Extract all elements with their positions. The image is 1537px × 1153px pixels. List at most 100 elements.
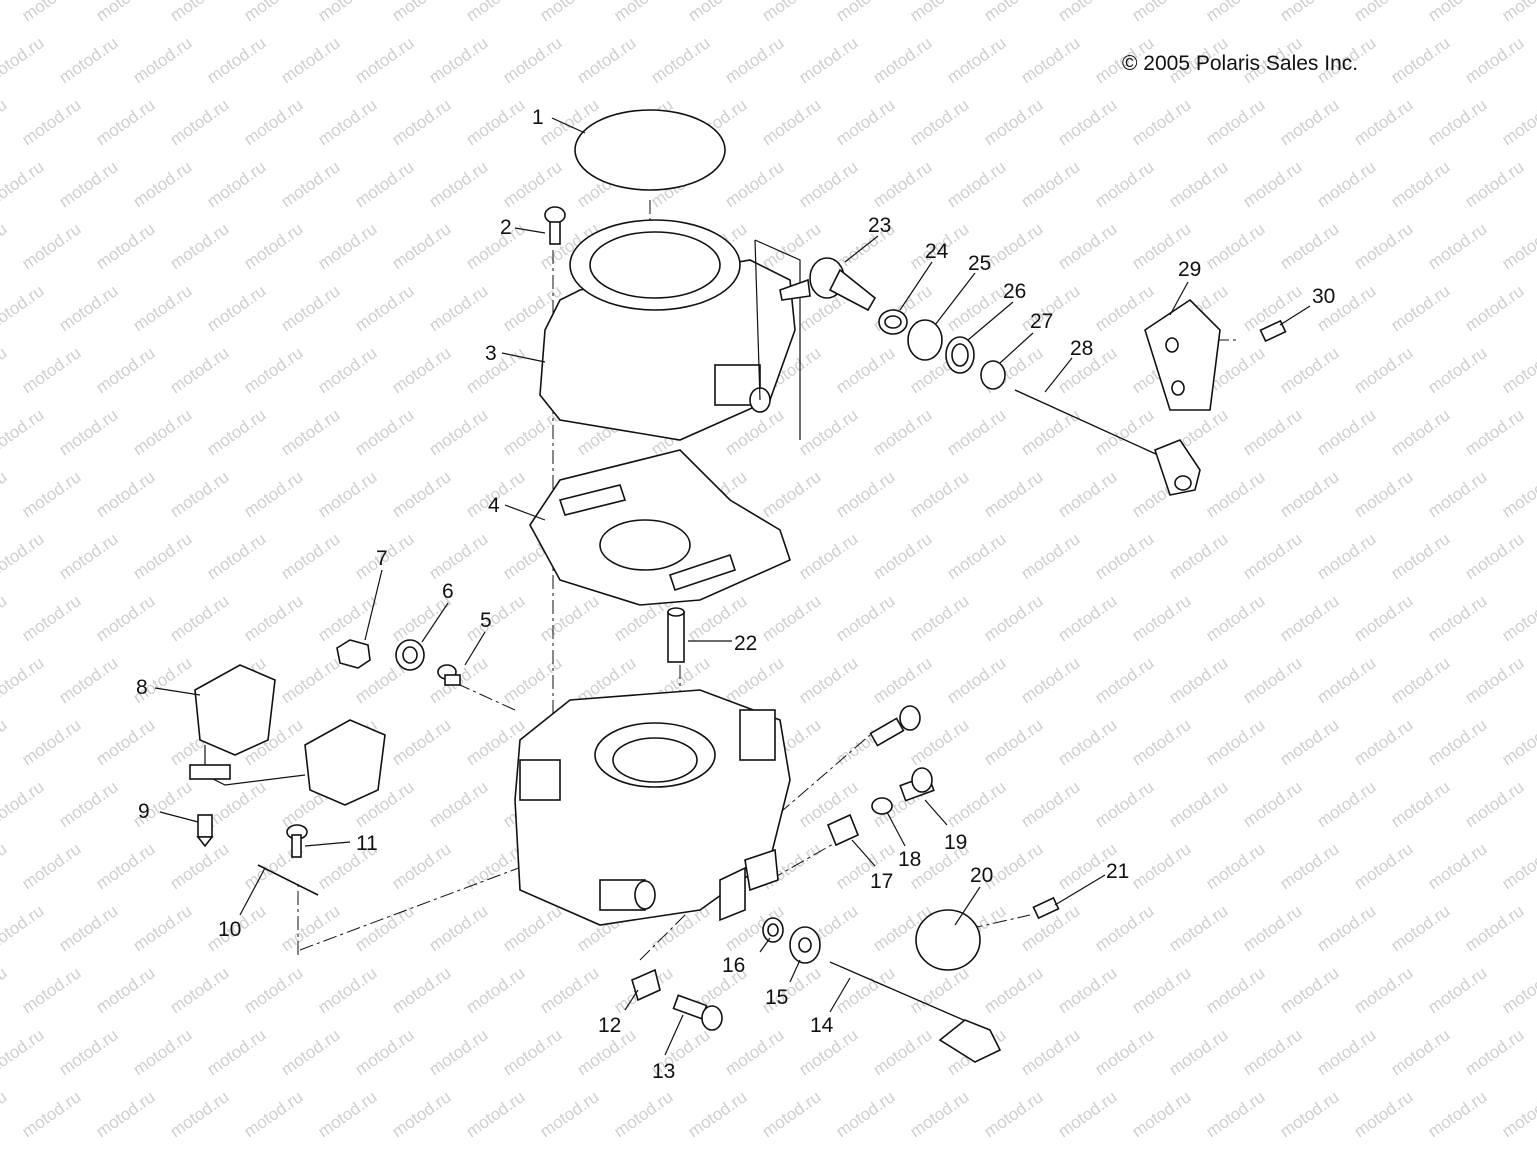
watermark-text: motod.ru (1166, 1025, 1232, 1079)
watermark-text: motod.ru (19, 95, 85, 149)
callout-29: 29 (1178, 258, 1201, 281)
watermark-text: motod.ru (1277, 343, 1343, 397)
watermark-text: motod.ru (278, 33, 344, 87)
watermark-text: motod.ru (833, 1087, 899, 1141)
watermark-text: motod.ru (1351, 95, 1417, 149)
watermark-text: motod.ru (241, 0, 307, 25)
callout-19: 19 (944, 831, 967, 854)
watermark-text: motod.ru (93, 95, 159, 149)
watermark-text: motod.ru (1129, 95, 1195, 149)
watermark-text: motod.ru (944, 777, 1010, 831)
callout-11: 11 (356, 832, 378, 855)
watermark-text: motod.ru (1129, 591, 1195, 645)
callout-7: 7 (376, 547, 388, 570)
watermark-text: motod.ru (1425, 343, 1491, 397)
part-17-spring (826, 813, 860, 847)
watermark-text: motod.ru (1203, 95, 1269, 149)
watermark-text: motod.ru (981, 1087, 1047, 1141)
watermark-text: motod.ru (500, 653, 566, 707)
watermark-text: motod.ru (204, 157, 270, 211)
watermark-text: motod.ru (1388, 33, 1454, 87)
watermark-text: motod.ru (93, 839, 159, 893)
part-29-plate (1144, 298, 1221, 411)
watermark-text: motod.ru (167, 963, 233, 1017)
watermark-text: motod.ru (19, 715, 85, 769)
watermark-text: motod.ru (611, 1087, 677, 1141)
watermark-text: motod.ru (1055, 591, 1121, 645)
watermark-text: motod.ru (1462, 901, 1528, 955)
watermark-text: motod.ru (1499, 0, 1537, 25)
watermark-text: motod.ru (278, 157, 344, 211)
watermark-text: motod.ru (759, 591, 825, 645)
watermark-text: motod.ru (722, 33, 788, 87)
watermark-text: motod.ru (1425, 95, 1491, 149)
watermark-text: motod.ru (56, 653, 122, 707)
watermark-text: motod.ru (500, 901, 566, 955)
callout-22: 22 (734, 632, 757, 655)
callout-9: 9 (138, 800, 150, 823)
watermark-text: motod.ru (278, 529, 344, 583)
watermark-text: motod.ru (204, 777, 270, 831)
watermark-text: motod.ru (0, 33, 47, 87)
watermark-text: motod.ru (1240, 901, 1306, 955)
watermark-text: motod.ru (167, 467, 233, 521)
watermark-text: motod.ru (1018, 777, 1084, 831)
watermark-text: motod.ru (0, 343, 10, 397)
watermark-text: motod.ru (759, 467, 825, 521)
watermark-text: motod.ru (759, 95, 825, 149)
watermark-text: motod.ru (1240, 529, 1306, 583)
watermark-text: motod.ru (1129, 1087, 1195, 1141)
watermark-text: motod.ru (1203, 591, 1269, 645)
watermark-text: motod.ru (19, 219, 85, 273)
watermark-text: motod.ru (204, 281, 270, 335)
watermark-text: motod.ru (352, 405, 418, 459)
watermark-text: motod.ru (278, 405, 344, 459)
watermark-text: motod.ru (981, 467, 1047, 521)
watermark-text: motod.ru (1499, 95, 1537, 149)
watermark-text: motod.ru (1129, 963, 1195, 1017)
watermark-text: motod.ru (0, 963, 10, 1017)
watermark-text: motod.ru (1425, 963, 1491, 1017)
watermark-text: motod.ru (1425, 591, 1491, 645)
watermark-text: motod.ru (981, 95, 1047, 149)
watermark-text: motod.ru (944, 653, 1010, 707)
watermark-text: motod.ru (389, 715, 455, 769)
watermark-text: motod.ru (1499, 219, 1537, 273)
watermark-text: motod.ru (1462, 529, 1528, 583)
callout-25: 25 (968, 252, 991, 275)
part-21-screw (1032, 896, 1060, 920)
watermark-text: motod.ru (389, 95, 455, 149)
watermark-text: motod.ru (1314, 157, 1380, 211)
watermark-text: motod.ru (722, 1025, 788, 1079)
watermark-text: motod.ru (1129, 839, 1195, 893)
watermark-text: motod.ru (1314, 777, 1380, 831)
watermark-text: motod.ru (93, 219, 159, 273)
callout-10: 10 (218, 918, 241, 941)
watermark-text: motod.ru (130, 529, 196, 583)
watermark-text: motod.ru (870, 529, 936, 583)
watermark-text: motod.ru (389, 343, 455, 397)
watermark-text: motod.ru (19, 591, 85, 645)
watermark-text: motod.ru (1092, 901, 1158, 955)
watermark-text: motod.ru (796, 33, 862, 87)
watermark-text: motod.ru (1055, 1087, 1121, 1141)
watermark-text: motod.ru (537, 1087, 603, 1141)
watermark-text: motod.ru (241, 343, 307, 397)
watermark-text: motod.ru (0, 1025, 47, 1079)
watermark-text: motod.ru (0, 95, 10, 149)
watermark-text: motod.ru (93, 591, 159, 645)
watermark-text: motod.ru (870, 1025, 936, 1079)
watermark-text: motod.ru (1277, 0, 1343, 25)
watermark-text: motod.ru (611, 0, 677, 25)
watermark-text: motod.ru (0, 777, 47, 831)
watermark-text: motod.ru (0, 591, 10, 645)
watermark-text: motod.ru (1351, 591, 1417, 645)
watermark-text: motod.ru (907, 467, 973, 521)
watermark-text: motod.ru (426, 529, 492, 583)
watermark-text: motod.ru (1388, 901, 1454, 955)
watermark-text: motod.ru (1388, 777, 1454, 831)
watermark-text: motod.ru (315, 95, 381, 149)
part-25-spring (907, 319, 943, 361)
part-14-shaft (829, 961, 1002, 1063)
watermark-text: motod.ru (389, 839, 455, 893)
